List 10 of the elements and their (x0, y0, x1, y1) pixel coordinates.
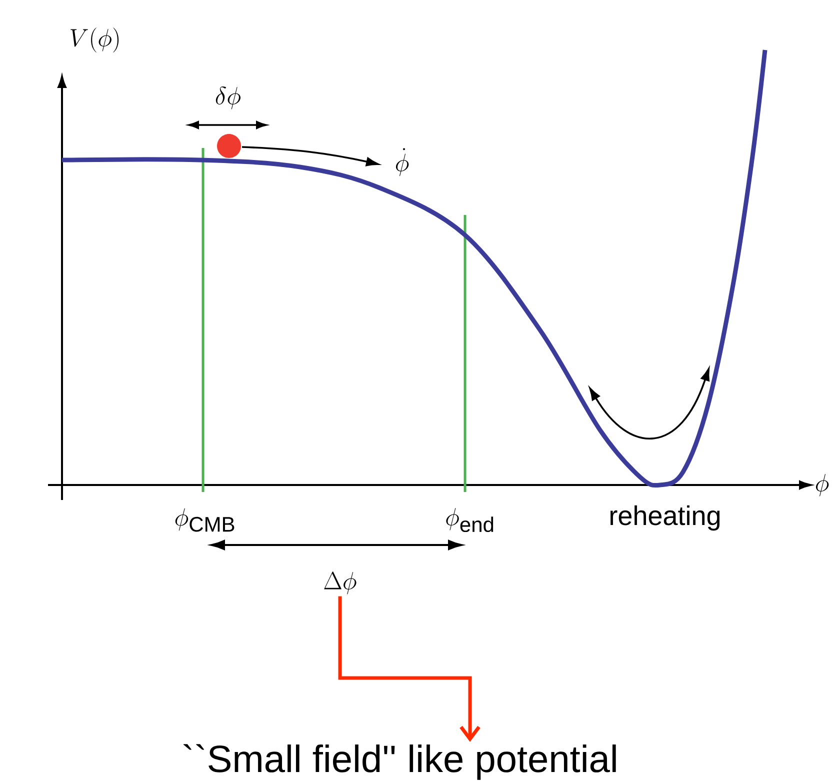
axis-label: $\phi_{\rm end}$ (446, 508, 494, 532)
caption-text: ``Small field'' like potential (184, 744, 616, 780)
elbow-arrow (338, 596, 480, 742)
axis-label: $\phi$ (816, 474, 829, 496)
axis-label: $V(\phi)$ (70, 28, 119, 52)
axis-label: $\dot{\phi}$ (396, 148, 409, 176)
region-label: reheating (610, 505, 720, 531)
symbol-label: $\Delta\phi$ (324, 572, 356, 594)
axis-label: $\phi_{\rm CMB}$ (175, 508, 234, 532)
axis-label: $\delta\phi$ (216, 86, 240, 110)
